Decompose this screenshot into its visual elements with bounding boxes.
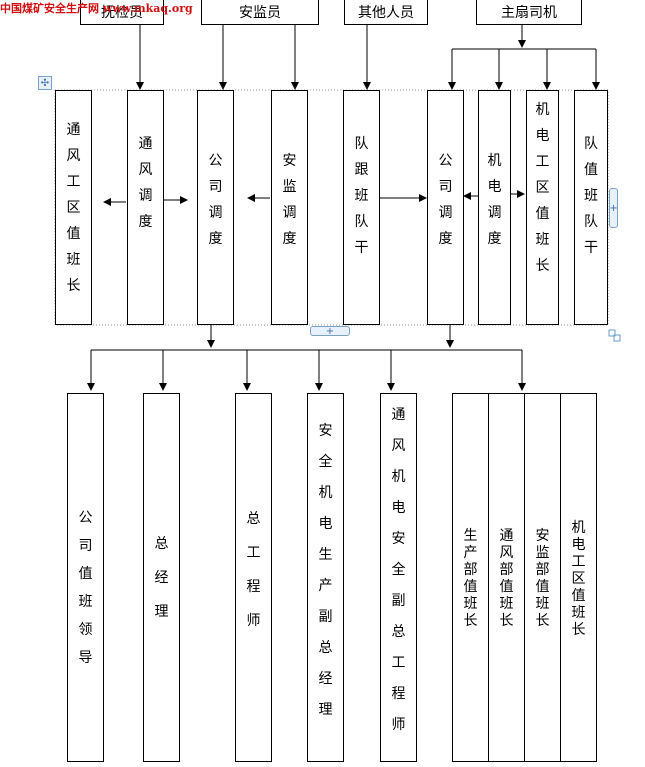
box-production-dept-shift-leader-label: 生 产 部 值 班 长: [463, 528, 478, 629]
resize-corner-icon[interactable]: [608, 328, 622, 342]
box-mech-dispatch-label: 机 电 调 度: [487, 153, 502, 247]
box-safety-dispatch-label: 安 监 调 度: [282, 153, 297, 247]
box-safety-dept-shift-leader: 安 监 部 值 班 长: [524, 393, 561, 762]
resize-handle-right-icon[interactable]: +: [609, 188, 618, 228]
box-company-dispatch-left: 公 司 调 度: [197, 90, 234, 325]
box-mech-area-shift-leader-bottom-label: 机 电 工 区 值 班 长: [571, 520, 586, 638]
resize-handle-bottom-icon[interactable]: +: [310, 326, 350, 337]
box-vent-dept-shift-leader-label: 通 风 部 值 班 长: [499, 528, 514, 629]
box-vent-mech-safety-deputy-ce-label: 通 风 机 电 安 全 副 总 工 程 师: [391, 407, 406, 733]
box-production-dept-shift-leader: 生 产 部 值 班 长: [452, 393, 489, 762]
box-other-staff: 其他人员: [344, 0, 428, 25]
box-safety-mech-prod-deputy-gm-label: 安 全 机 电 生 产 副 总 经 理: [318, 423, 333, 718]
box-mech-area-shift-leader-bottom: 机 电 工 区 值 班 长: [560, 393, 597, 762]
box-vent-mech-safety-deputy-ce: 通 风 机 电 安 全 副 总 工 程 师: [380, 393, 417, 762]
box-team-follow-cadre: 队 跟 班 队 干: [343, 90, 380, 325]
box-vent-area-shift-leader-label: 通 风 工 区 值 班 长: [66, 121, 81, 294]
box-mech-area-shift-leader: 机 电 工 区 值 班 长: [526, 90, 559, 325]
box-other-staff-label: 其他人员: [358, 4, 414, 21]
box-general-manager-label: 总 经 理: [154, 535, 169, 620]
box-safety-dispatch: 安 监 调 度: [271, 90, 308, 325]
box-mech-area-shift-leader-label: 机 电 工 区 值 班 长: [535, 102, 550, 274]
box-safety-mech-prod-deputy-gm: 安 全 机 电 生 产 副 总 经 理: [307, 393, 344, 762]
box-company-dispatch-left-label: 公 司 调 度: [208, 153, 223, 247]
box-team-shift-cadre-label: 队 值 班 队 干: [584, 136, 598, 256]
box-vent-area-shift-leader: 通 风 工 区 值 班 长: [55, 90, 92, 325]
box-inspector: 抚检员: [80, 0, 164, 25]
box-vent-dispatch: 通 风 调 度: [127, 90, 164, 325]
box-company-dispatch-right: 公 司 调 度: [427, 90, 464, 325]
box-team-shift-cadre: 队 值 班 队 干: [574, 90, 608, 325]
site-watermark: 中国煤矿安全生产网 www.mkaq.org: [0, 2, 193, 15]
box-chief-engineer: 总 工 程 师: [235, 393, 272, 762]
box-company-dispatch-right-label: 公 司 调 度: [438, 153, 453, 247]
move-handle-icon[interactable]: ✣: [38, 76, 52, 90]
box-safety-dept-shift-leader-label: 安 监 部 值 班 长: [535, 528, 550, 629]
box-inspector-label: 抚检员: [101, 4, 143, 21]
box-company-duty-leader: 公 司 值 班 领 导: [67, 393, 104, 762]
box-team-follow-cadre-label: 队 跟 班 队 干: [354, 136, 369, 256]
box-main-fan-driver-label: 主扇司机: [501, 4, 557, 21]
box-mech-dispatch: 机 电 调 度: [478, 90, 511, 325]
box-chief-engineer-label: 总 工 程 师: [246, 510, 261, 629]
box-general-manager: 总 经 理: [143, 393, 180, 762]
box-main-fan-driver: 主扇司机: [476, 0, 582, 25]
box-safety-inspector-label: 安监员: [239, 4, 281, 21]
box-company-duty-leader-label: 公 司 值 班 领 导: [78, 509, 93, 666]
box-vent-dept-shift-leader: 通 风 部 值 班 长: [488, 393, 525, 762]
box-safety-inspector: 安监员: [201, 0, 319, 25]
box-vent-dispatch-label: 通 风 调 度: [138, 136, 153, 230]
